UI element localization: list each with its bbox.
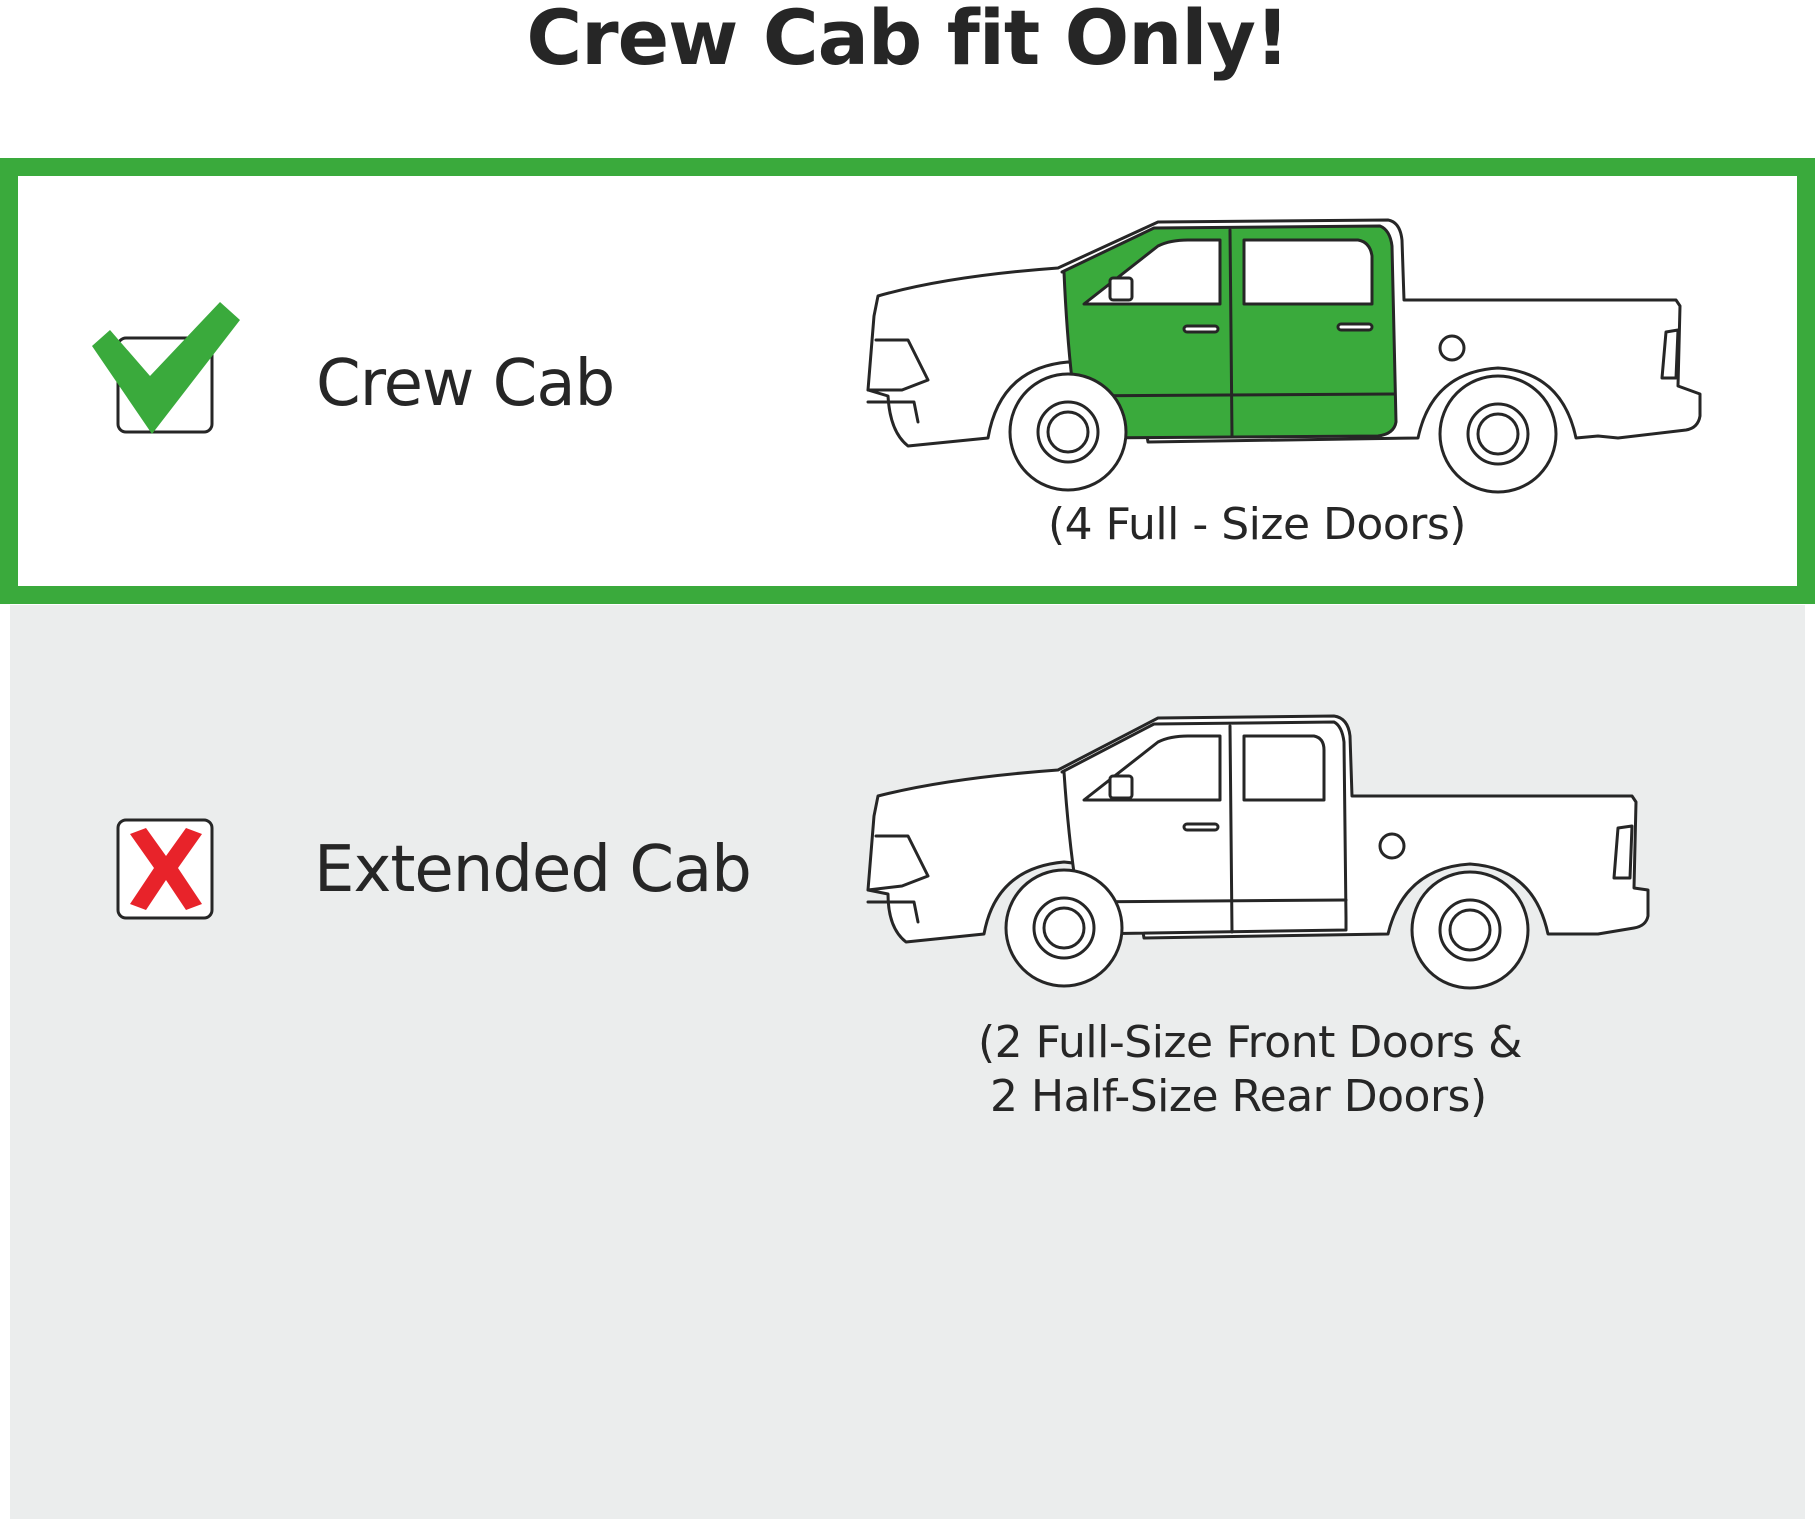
page-title: Crew Cab fit Only! — [526, 0, 1289, 82]
x-mark-icon — [116, 818, 214, 920]
crew-cab-truck-illustration — [866, 218, 1702, 494]
crew-cab-label: Crew Cab — [316, 347, 615, 421]
extended-cab-panel — [10, 605, 1805, 1519]
crew-cab-caption: (4 Full - Size Doors) — [1048, 499, 1466, 550]
extended-cab-label: Extended Cab — [314, 833, 752, 907]
checkmark-icon — [92, 302, 240, 434]
extended-cab-truck-illustration — [866, 714, 1650, 990]
extended-cab-caption-line1: (2 Full-Size Front Doors & — [978, 1017, 1522, 1068]
extended-cab-caption-line2: 2 Half-Size Rear Doors) — [990, 1071, 1487, 1122]
